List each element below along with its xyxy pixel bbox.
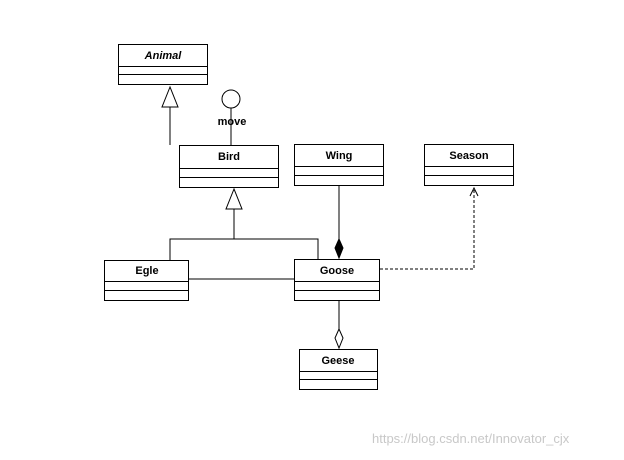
- class-wing-name: Wing: [326, 150, 353, 162]
- aggregation-diamond: [334, 327, 344, 350]
- interface-lollipop-move: [221, 89, 241, 145]
- class-goose-name: Goose: [320, 265, 354, 277]
- class-bird[interactable]: Bird: [179, 145, 279, 188]
- class-goose[interactable]: Goose: [294, 259, 380, 301]
- generalization-to-bird: [169, 187, 319, 260]
- composition-diamond: [334, 237, 344, 260]
- class-geese[interactable]: Geese: [299, 349, 378, 390]
- class-geese-name: Geese: [321, 355, 354, 367]
- watermark: https://blog.csdn.net/Innovator_cjx: [372, 431, 570, 446]
- class-season[interactable]: Season: [424, 144, 514, 186]
- aggregation-geese-goose: [334, 301, 344, 350]
- class-egle-name: Egle: [135, 265, 158, 277]
- dependency-goose-season: [380, 186, 479, 270]
- class-bird-name: Bird: [218, 151, 240, 163]
- class-egle[interactable]: Egle: [104, 260, 189, 301]
- dependency-arrowhead: [469, 186, 479, 197]
- class-wing[interactable]: Wing: [294, 144, 384, 186]
- composition-goose-wing: [334, 186, 344, 260]
- class-animal[interactable]: Animal: [118, 44, 208, 85]
- class-animal-name: Animal: [144, 50, 183, 62]
- generalization-arrowhead: [225, 187, 243, 210]
- interface-label-move: move: [218, 116, 247, 128]
- generalization-bird-animal: [161, 85, 179, 145]
- class-season-name: Season: [449, 150, 488, 162]
- interface-circle: [221, 89, 241, 109]
- generalization-arrowhead: [161, 85, 179, 108]
